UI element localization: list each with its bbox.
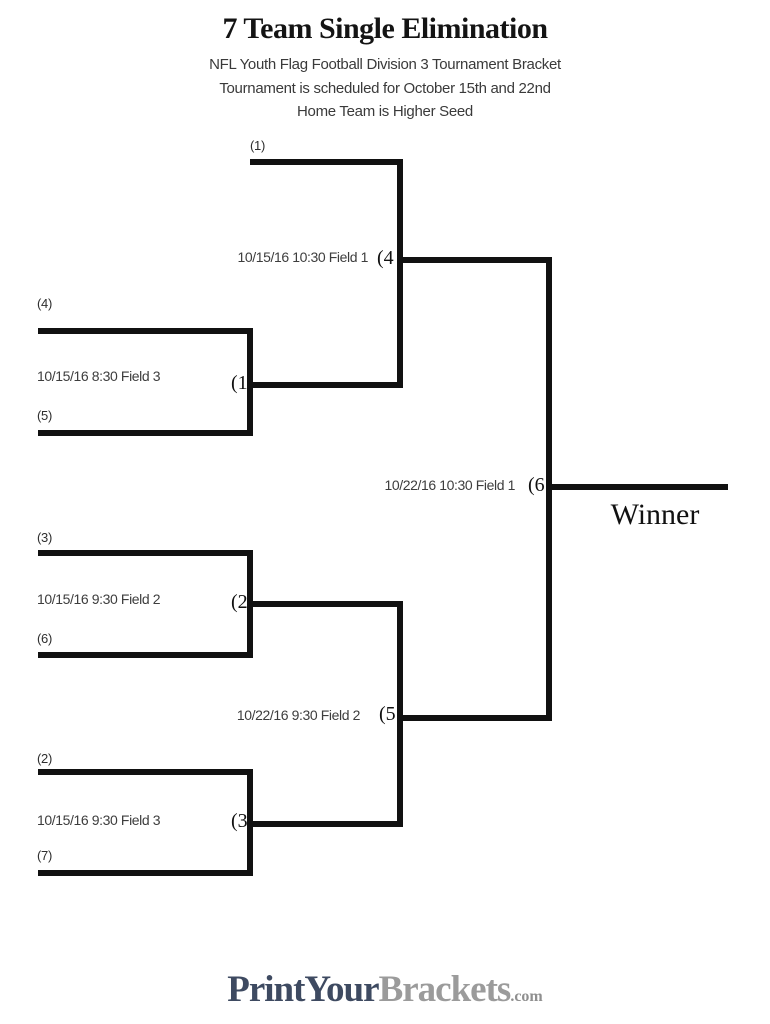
- game2-winner-line: [247, 601, 403, 607]
- game4-number: (4: [377, 247, 394, 269]
- game5-number: (5: [379, 703, 396, 725]
- game6-number: (6: [528, 474, 545, 496]
- seed-label-7: (7): [37, 848, 52, 863]
- printyourbrackets-logo: PrintYourBrackets.com: [0, 968, 770, 1011]
- final-connector: [546, 257, 552, 721]
- winner-label: Winner: [610, 498, 700, 531]
- game6-schedule: 10/22/16 10:30 Field 1: [384, 477, 515, 493]
- game4-schedule: 10/15/16 10:30 Field 1: [237, 249, 368, 265]
- championship-winner-line: [546, 484, 728, 490]
- seed-label-1: (1): [250, 138, 265, 153]
- seed-label-3: (3): [37, 530, 52, 545]
- logo-text-printyour: PrintYour: [227, 969, 379, 1010]
- seed5-line: [38, 430, 253, 436]
- game1-number: (1: [231, 372, 248, 394]
- game3-schedule: 10/15/16 9:30 Field 3: [37, 812, 161, 828]
- match2-connector: [247, 550, 253, 658]
- game3-number: (3: [231, 810, 248, 832]
- seed2-line: [38, 769, 253, 775]
- seed-label-6: (6): [37, 631, 52, 646]
- semifinal-bottom-connector: [397, 601, 403, 827]
- game2-number: (2: [231, 591, 248, 613]
- seed-label-5: (5): [37, 408, 52, 423]
- seed6-line: [38, 652, 253, 658]
- game1-winner-line: [247, 382, 403, 388]
- seed-label-4: (4): [37, 296, 52, 311]
- seed3-line: [38, 550, 253, 556]
- game4-winner-line: [397, 257, 552, 263]
- match3-connector: [247, 769, 253, 876]
- seed4-line: [38, 328, 253, 334]
- match1-connector: [247, 328, 253, 436]
- game5-schedule: 10/22/16 9:30 Field 2: [236, 707, 361, 723]
- game1-schedule: 10/15/16 8:30 Field 3: [37, 368, 161, 384]
- seed7-line: [38, 870, 253, 876]
- game2-schedule: 10/15/16 9:30 Field 2: [37, 591, 161, 607]
- game3-winner-line: [247, 821, 403, 827]
- seed-label-2: (2): [37, 751, 52, 766]
- semifinal-top-connector: [397, 159, 403, 388]
- subtitle-hometeam: Home Team is Higher Seed: [297, 103, 473, 120]
- logo-text-com: .com: [510, 988, 543, 1005]
- game5-winner-line: [397, 715, 552, 721]
- logo-text-brackets: Brackets: [378, 969, 512, 1010]
- page-title: 7 Team Single Elimination: [222, 12, 548, 45]
- subtitle-division: NFL Youth Flag Football Division 3 Tourn…: [209, 56, 561, 73]
- seed1-line: [250, 159, 403, 165]
- subtitle-schedule: Tournament is scheduled for October 15th…: [219, 80, 551, 97]
